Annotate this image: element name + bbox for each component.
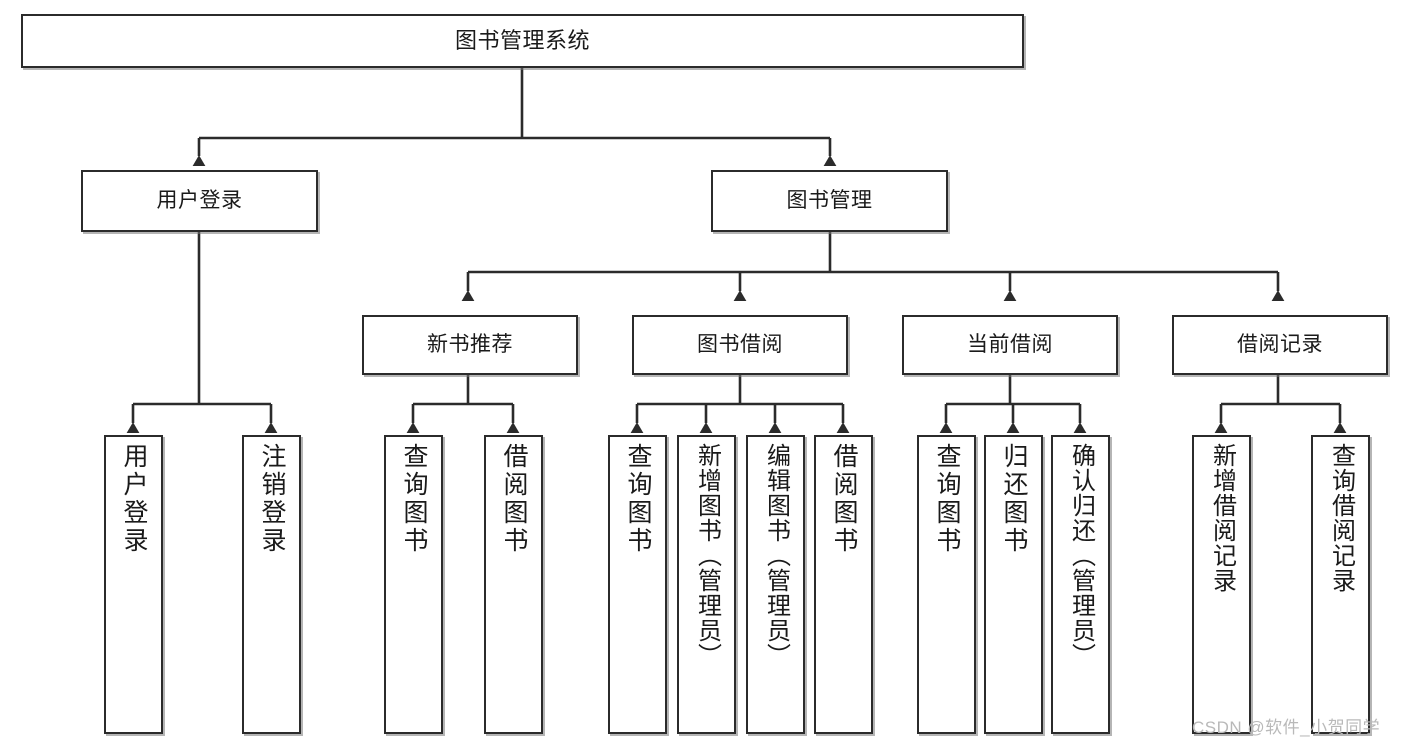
leaf-add-book[interactable]: 新增图书（管理员） (677, 435, 736, 734)
leaf-return-book[interactable]: 归还图书 (984, 435, 1043, 734)
leaf-query-record-label: 查询借阅记录 (1327, 443, 1355, 593)
node-book-manage-label: 图书管理 (786, 188, 873, 212)
leaf-add-book-label: 新增图书（管理员） (693, 443, 721, 668)
node-current-borrow-label: 当前借阅 (967, 332, 1053, 356)
leaf-borrow-book-2-label: 借阅图书 (830, 443, 858, 555)
node-new-book-recommend-label: 新书推荐 (427, 332, 513, 356)
leaf-query-book-3[interactable]: 查询图书 (917, 435, 976, 734)
leaf-edit-book-label: 编辑图书（管理员） (762, 443, 790, 668)
leaf-query-book-2[interactable]: 查询图书 (608, 435, 667, 734)
leaf-query-book-2-label: 查询图书 (624, 443, 652, 555)
leaf-query-book-1[interactable]: 查询图书 (384, 435, 443, 734)
leaf-borrow-book-2[interactable]: 借阅图书 (814, 435, 873, 734)
leaf-return-book-label: 归还图书 (1000, 443, 1028, 555)
node-root-label: 图书管理系统 (454, 28, 590, 54)
node-new-book-recommend[interactable]: 新书推荐 (362, 315, 578, 375)
node-user-login[interactable]: 用户登录 (81, 170, 318, 232)
leaf-confirm-return[interactable]: 确认归还（管理员） (1051, 435, 1110, 734)
node-user-login-label: 用户登录 (156, 188, 243, 212)
leaf-add-record[interactable]: 新增借阅记录 (1192, 435, 1251, 734)
node-book-manage[interactable]: 图书管理 (711, 170, 948, 232)
leaf-user-login[interactable]: 用户登录 (104, 435, 163, 734)
leaf-logout-login[interactable]: 注销登录 (242, 435, 301, 734)
leaf-query-book-3-label: 查询图书 (933, 443, 961, 555)
node-borrow-record-label: 借阅记录 (1237, 332, 1323, 356)
leaf-borrow-book-1-label: 借阅图书 (500, 443, 528, 555)
leaf-query-record[interactable]: 查询借阅记录 (1311, 435, 1370, 734)
node-current-borrow[interactable]: 当前借阅 (902, 315, 1118, 375)
leaf-add-record-label: 新增借阅记录 (1208, 443, 1236, 593)
leaf-edit-book[interactable]: 编辑图书（管理员） (746, 435, 805, 734)
leaf-borrow-book-1[interactable]: 借阅图书 (484, 435, 543, 734)
leaf-user-login-label: 用户登录 (120, 443, 148, 555)
node-borrow-record[interactable]: 借阅记录 (1172, 315, 1388, 375)
leaf-confirm-return-label: 确认归还（管理员） (1067, 443, 1095, 668)
leaf-logout-login-label: 注销登录 (258, 443, 286, 555)
leaf-query-book-1-label: 查询图书 (400, 443, 428, 555)
node-book-borrow[interactable]: 图书借阅 (632, 315, 848, 375)
node-book-borrow-label: 图书借阅 (697, 332, 783, 356)
node-root[interactable]: 图书管理系统 (21, 14, 1024, 68)
